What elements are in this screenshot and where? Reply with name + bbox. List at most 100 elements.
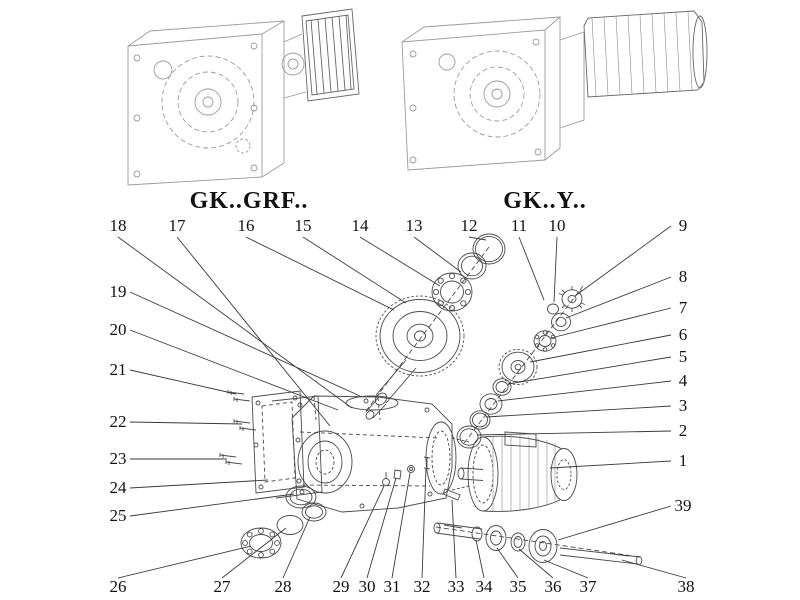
leader-line-32: [421, 467, 427, 579]
leader-line-22: [129, 421, 243, 425]
callout-number-36: 36: [545, 577, 562, 596]
part-bearing-35: [485, 525, 507, 551]
motor-assembled: [583, 10, 708, 98]
callout-number-32: 32: [414, 577, 431, 596]
part-washer-34: [471, 526, 483, 542]
leader-line-39: [557, 505, 672, 541]
callout-number-30: 30: [359, 577, 376, 596]
axis-motor-mount: [451, 437, 470, 491]
part-bevel-gear-6: [498, 348, 538, 386]
leader-line-36: [518, 548, 554, 579]
callout-number-20: 20: [110, 320, 127, 339]
part-screws-22: [233, 419, 257, 431]
callout-number-10: 10: [549, 216, 566, 235]
leader-line-15: [302, 236, 407, 304]
leader-line-29: [340, 485, 385, 579]
part-seal-28: [301, 502, 327, 522]
leader-line-38: [621, 559, 687, 579]
callout-number-35: 35: [510, 577, 527, 596]
callout-number-4: 4: [679, 371, 688, 390]
part-housing: [291, 395, 457, 513]
part-large-gear: [375, 295, 465, 377]
part-spacer-36: [510, 532, 526, 552]
callout-number-29: 29: [333, 577, 350, 596]
part-spacer-5: [492, 378, 512, 396]
callout-number-15: 15: [295, 216, 312, 235]
part-motor-1: [457, 431, 578, 512]
part-ring-27: [276, 515, 304, 535]
axis-pinion-shaft: [461, 285, 584, 447]
part-pinion-head-9: [558, 286, 586, 312]
part-bearing-7: [533, 330, 557, 352]
part-washer-31: [407, 465, 415, 473]
leader-line-7: [550, 307, 672, 339]
callout-number-11: 11: [511, 216, 527, 235]
leader-line-5: [507, 356, 672, 385]
callout-number-5: 5: [679, 347, 688, 366]
part-bearing-26: [240, 527, 282, 559]
callout-number-7: 7: [679, 298, 688, 317]
callout-number-9: 9: [679, 216, 688, 235]
leader-line-26: [117, 545, 252, 579]
callout-number-8: 8: [679, 267, 688, 286]
leader-line-17: [176, 236, 331, 427]
callout-number-19: 19: [110, 282, 127, 301]
axis-main-shaft: [365, 246, 490, 412]
ribbed-cover: [301, 8, 360, 102]
callout-number-2: 2: [679, 421, 688, 440]
callout-number-38: 38: [678, 577, 695, 596]
leader-line-10: [553, 236, 558, 303]
assembled-view-gkgrf: [127, 8, 360, 186]
callout-number-33: 33: [448, 577, 465, 596]
callout-number-6: 6: [679, 325, 688, 344]
part-gear-37: [528, 529, 558, 563]
part-bearing-8: [551, 312, 571, 332]
leader-line-37: [543, 559, 589, 579]
leader-line-6: [529, 334, 672, 363]
leader-line-18: [117, 236, 353, 409]
part-retaining-ring-13: [457, 252, 487, 280]
leader-line-33: [451, 499, 457, 579]
callout-number-39: 39: [675, 496, 692, 515]
leader-line-12: [468, 236, 487, 241]
part-key-33: [442, 488, 461, 501]
title-gky: GK..Y..: [503, 188, 586, 214]
leader-line-19: [129, 291, 361, 397]
callout-number-26: 26: [110, 577, 127, 596]
callout-number-37: 37: [580, 577, 598, 596]
leader-line-2: [476, 430, 672, 436]
part-ring-3: [469, 410, 491, 430]
leader-line-20: [129, 329, 339, 411]
leader-line-27: [221, 527, 287, 579]
leader-line-8: [565, 276, 672, 319]
callout-number-18: 18: [110, 216, 127, 235]
leader-line-25: [129, 493, 295, 517]
callout-number-23: 23: [110, 449, 127, 468]
callout-number-17: 17: [169, 216, 187, 235]
callout-number-12: 12: [461, 216, 478, 235]
assembled-view-gky: [401, 10, 708, 171]
part-shim-2: [456, 425, 482, 449]
leader-line-13: [413, 236, 462, 273]
callout-number-21: 21: [110, 360, 127, 379]
part-screw-32: [423, 456, 431, 470]
part-cover-plate-24: [251, 390, 323, 499]
part-screws-23: [219, 453, 243, 465]
leader-line-21: [129, 369, 237, 395]
callout-number-34: 34: [476, 577, 494, 596]
leader-line-1: [549, 460, 672, 469]
leader-line-30: [366, 477, 397, 579]
part-output-shaft-assembly: [433, 522, 643, 566]
callout-number-31: 31: [384, 577, 401, 596]
callout-number-14: 14: [352, 216, 370, 235]
leader-line-3: [485, 405, 672, 418]
part-bearing-14: [431, 272, 473, 312]
callout-number-3: 3: [679, 396, 688, 415]
leader-line-11: [518, 236, 545, 301]
part-gear-shaft: [365, 359, 417, 420]
leader-line-35: [496, 547, 519, 579]
part-bearing-4: [479, 393, 503, 415]
title-gkgrf: GK..GRF..: [190, 188, 309, 214]
